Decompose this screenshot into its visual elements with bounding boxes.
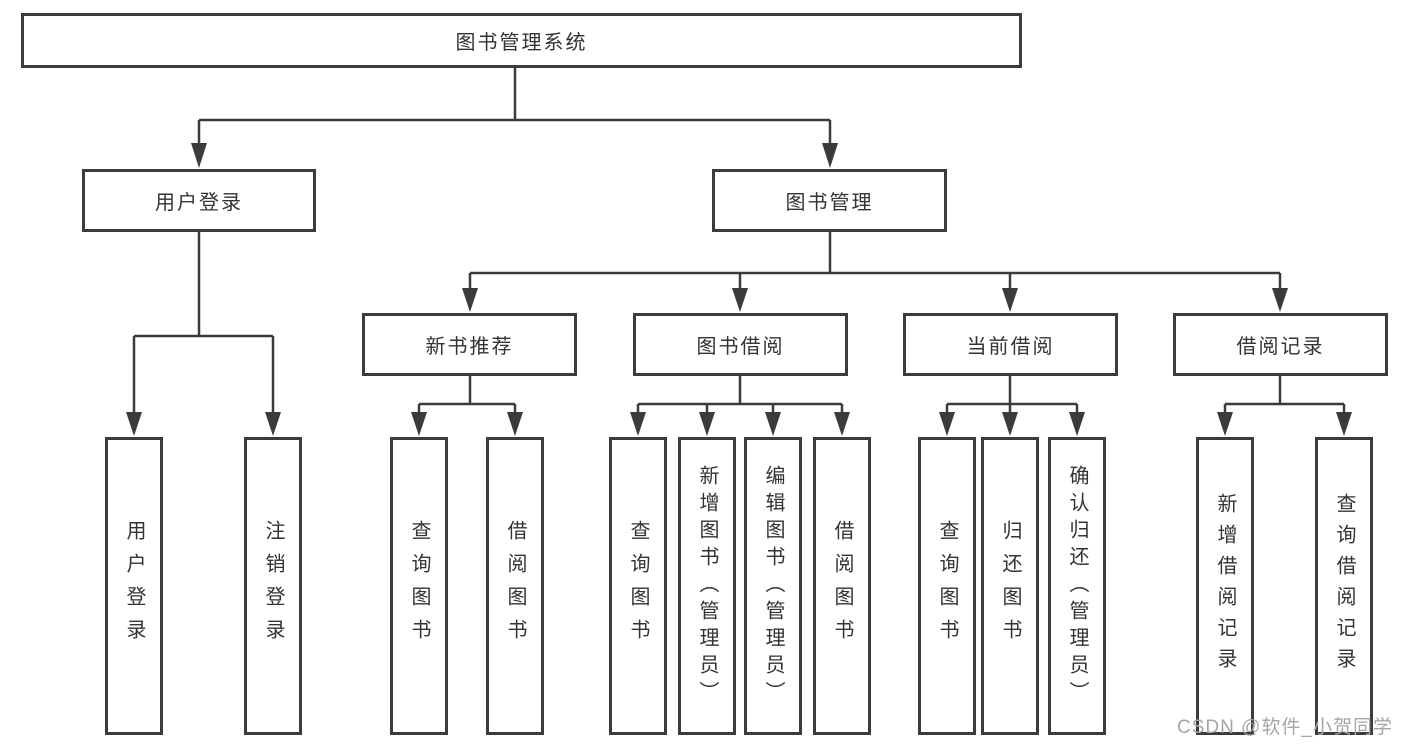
leaf-label: 新增图书（管理员） <box>696 464 718 708</box>
node-label: 图书管理系统 <box>455 32 588 54</box>
leaf-label: 借阅图书 <box>831 520 853 652</box>
node-borrow-record: 借阅记录 <box>1173 313 1388 376</box>
leaf-add-book-admin: 新增图书（管理员） <box>678 437 736 735</box>
node-root-library-system: 图书管理系统 <box>21 13 1022 68</box>
leaf-user-login: 用户登录 <box>105 437 163 735</box>
leaf-label: 新增借阅记录 <box>1214 493 1236 679</box>
node-label: 图书管理 <box>785 192 874 214</box>
leaf-label: 查询图书 <box>936 520 958 652</box>
node-label: 新书推荐 <box>425 336 514 358</box>
leaf-label: 归还图书 <box>999 520 1021 652</box>
node-label: 图书借阅 <box>696 336 785 358</box>
node-new-book-recommend: 新书推荐 <box>362 313 577 376</box>
leaf-label: 查询借阅记录 <box>1333 493 1355 679</box>
leaf-return-book: 归还图书 <box>981 437 1039 735</box>
node-book-management-branch: 图书管理 <box>712 169 947 232</box>
leaf-label: 确认归还（管理员） <box>1066 464 1088 708</box>
node-book-borrow: 图书借阅 <box>633 313 848 376</box>
leaf-label: 查询图书 <box>627 520 649 652</box>
node-label: 借阅记录 <box>1236 336 1325 358</box>
node-label: 当前借阅 <box>966 336 1055 358</box>
leaf-borrow-query-book: 查询图书 <box>609 437 667 735</box>
leaf-label: 借阅图书 <box>504 520 526 652</box>
node-user-login-branch: 用户登录 <box>82 169 316 232</box>
leaf-user-logout: 注销登录 <box>244 437 302 735</box>
leaf-edit-book-admin: 编辑图书（管理员） <box>744 437 802 735</box>
leaf-label: 用户登录 <box>123 520 145 652</box>
leaf-query-borrow-record: 查询借阅记录 <box>1315 437 1373 735</box>
leaf-label: 查询图书 <box>408 520 430 652</box>
node-current-borrow: 当前借阅 <box>903 313 1118 376</box>
leaf-label: 注销登录 <box>262 520 284 652</box>
leaf-label: 编辑图书（管理员） <box>762 464 784 708</box>
arrowhead-icons <box>126 143 1352 436</box>
leaf-add-borrow-record: 新增借阅记录 <box>1196 437 1254 735</box>
csdn-watermark: CSDN @软件_小贺同学 <box>1177 717 1393 738</box>
node-label: 用户登录 <box>155 192 243 214</box>
leaf-recommend-borrow-book: 借阅图书 <box>486 437 544 735</box>
leaf-borrow-book: 借阅图书 <box>813 437 871 735</box>
leaf-current-query-book: 查询图书 <box>918 437 976 735</box>
leaf-recommend-query-book: 查询图书 <box>390 437 448 735</box>
leaf-confirm-return-admin: 确认归还（管理员） <box>1048 437 1106 735</box>
